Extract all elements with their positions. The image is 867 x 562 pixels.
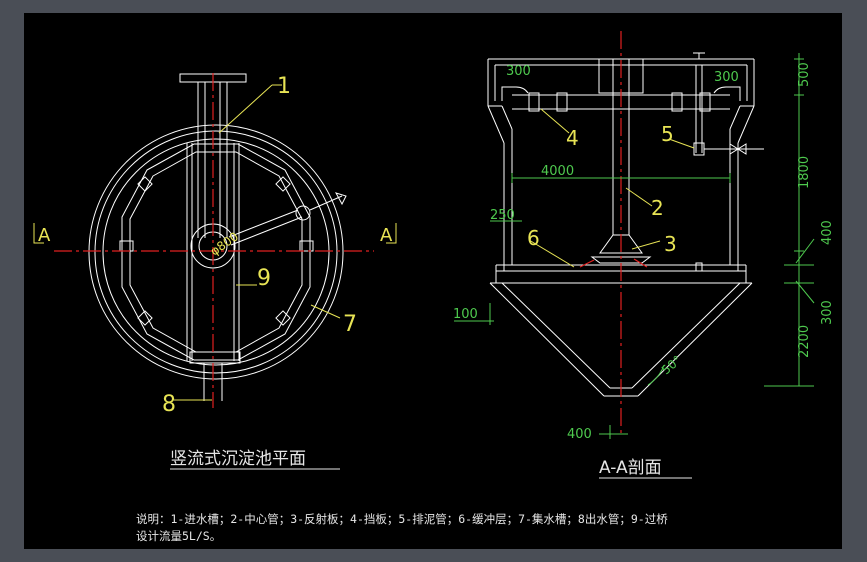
section-view <box>487 52 764 397</box>
plan-label-8: 8 <box>162 392 176 417</box>
section-title: A-A剖面 <box>599 458 662 478</box>
section-leaders <box>528 108 695 268</box>
section-dim-h3: 400 <box>820 220 835 245</box>
section-dim-bottom: 400 <box>567 427 592 442</box>
section-dim-angle: 50° <box>659 353 684 377</box>
section-dim-h5: 2200 <box>797 325 812 358</box>
plan-label-9: 9 <box>257 266 271 291</box>
design-notes: 说明：1-进水槽；2-中心管；3-反射板；4-挡板；5-排泥管；6-缓冲层；7-… <box>136 511 668 545</box>
section-dim-h4: 300 <box>820 300 835 325</box>
notes-line-1: 说明：1-进水槽；2-中心管；3-反射板；4-挡板；5-排泥管；6-缓冲层；7-… <box>136 512 668 526</box>
section-label-6: 6 <box>527 226 540 250</box>
plan-section-mark-left: A <box>38 225 51 246</box>
plan-view <box>33 73 397 401</box>
section-dim-wall: 250 <box>490 208 515 223</box>
notes-line-2: 设计流量5L/S。 <box>136 529 222 543</box>
section-label-4: 4 <box>566 126 579 150</box>
drawing-canvas: 1 7 8 9 φ800 A A 竖流式沉淀池平面 <box>24 13 842 549</box>
section-arrow-left <box>579 259 595 268</box>
section-dim-width: 4000 <box>541 164 574 179</box>
plan-leaders <box>174 84 341 401</box>
section-dim-top-left: 300 <box>506 64 531 79</box>
section-dim-top-right: 300 <box>714 70 739 85</box>
plan-centerlines <box>54 73 374 408</box>
plan-label-7: 7 <box>343 312 357 337</box>
section-label-3: 3 <box>664 232 677 256</box>
plan-section-mark-right: A <box>380 225 393 246</box>
cad-drawing: 1 7 8 9 φ800 A A 竖流式沉淀池平面 <box>33 31 835 479</box>
section-arrow-right <box>633 258 648 268</box>
section-dim-h2: 1800 <box>797 156 812 189</box>
plan-label-1: 1 <box>277 74 291 99</box>
section-label-5: 5 <box>661 122 674 146</box>
section-label-2: 2 <box>651 196 664 220</box>
section-dim-outlet: 100 <box>453 307 478 322</box>
plan-title: 竖流式沉淀池平面 <box>170 449 306 469</box>
section-dim-h1: 500 <box>797 62 812 87</box>
section-dims <box>454 53 815 439</box>
